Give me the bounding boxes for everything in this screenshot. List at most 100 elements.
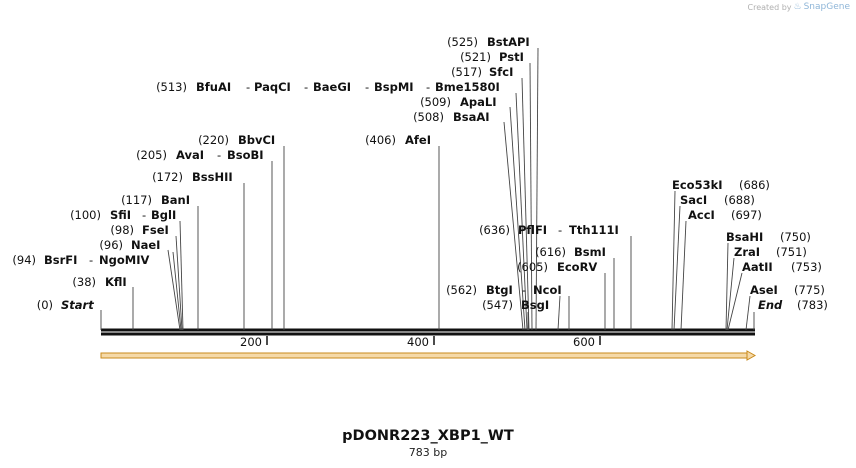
site-name[interactable]: SacI (680, 193, 707, 207)
site-pos: (750) (780, 230, 811, 244)
site-name[interactable]: Eco53kI (672, 178, 723, 192)
ruler: 200 400 600 (240, 335, 601, 349)
site-name[interactable]: PstI (499, 50, 524, 64)
watermark-brand: SnapGene (803, 2, 850, 12)
feature-arrow[interactable] (100, 350, 757, 361)
site-name[interactable]: FseI (142, 223, 169, 237)
site-name[interactable]: PaqCI (254, 80, 291, 94)
site-pos: (521) (460, 50, 491, 64)
feature-arrow-head (746, 350, 757, 361)
site-line-btgi (557, 295, 561, 331)
site-line-saci (673, 205, 681, 331)
site-name[interactable]: AvaI (176, 148, 204, 162)
site-pos: (525) (447, 35, 478, 49)
site-pos: (783) (797, 298, 828, 312)
site-pos: (96) (99, 238, 123, 252)
site-pos: (636) (479, 223, 510, 237)
plasmid-name: pDONR223_XBP1_WT (342, 428, 514, 444)
site-pos: (0) (37, 298, 53, 312)
site-separator: - (89, 253, 93, 267)
site-lines (100, 47, 755, 331)
ruler-label-200: 200 (240, 335, 262, 349)
site-pos: (517) (451, 65, 482, 79)
site-name[interactable]: NaeI (131, 238, 160, 252)
site-name[interactable]: BbvCI (238, 133, 275, 147)
site-line-zrai (726, 257, 735, 331)
site-name[interactable]: KflI (105, 275, 127, 289)
site-name[interactable]: BaeGI (313, 80, 351, 94)
site-pos: (220) (198, 133, 229, 147)
site-pos: (753) (791, 260, 822, 274)
site-name[interactable]: BsaAI (453, 110, 490, 124)
site-pos: (117) (121, 193, 152, 207)
site-pos: (605) (517, 260, 548, 274)
site-line-asei (745, 295, 751, 331)
site-name[interactable]: BssHII (192, 170, 233, 184)
site-separator: - (142, 208, 146, 222)
ruler-label-600: 600 (573, 335, 595, 349)
site-line-bsaai (503, 121, 524, 331)
site-name[interactable]: BglI (151, 208, 176, 222)
site-pos: (205) (136, 148, 167, 162)
site-line-psti (529, 62, 533, 331)
end-label: End (758, 298, 783, 312)
site-name[interactable]: ApaLI (460, 95, 497, 109)
site-line-bstapi (535, 47, 539, 331)
site-name[interactable]: Bme1580I (435, 80, 500, 94)
watermark-prefix: Created by (747, 2, 792, 12)
snapgene-watermark: Created by ♨ SnapGene (748, 2, 851, 12)
site-line-sfci (521, 77, 530, 331)
site-name[interactable]: NcoI (533, 283, 562, 297)
snapgene-logo-icon: ♨ (793, 2, 802, 12)
ruler-label-400: 400 (407, 335, 429, 349)
site-name[interactable]: AatII (742, 260, 773, 274)
site-name[interactable]: AccI (688, 208, 715, 222)
site-separator: - (217, 148, 221, 162)
site-name[interactable]: AseI (750, 283, 778, 297)
site-line-bsrfi (167, 249, 181, 331)
site-name[interactable]: Tth111I (569, 223, 619, 237)
site-separator: - (426, 80, 430, 94)
site-line-eco53ki (671, 190, 676, 331)
site-name[interactable]: EcoRV (557, 260, 597, 274)
site-pos: (562) (446, 283, 477, 297)
site-pos: (686) (739, 178, 770, 192)
site-name[interactable]: PflFI (518, 223, 547, 237)
site-name[interactable]: BfuAI (196, 80, 231, 94)
site-name[interactable]: SfcI (489, 65, 513, 79)
site-line-bfuai (515, 92, 528, 331)
site-name[interactable]: BanI (161, 193, 190, 207)
site-line-naei (172, 251, 182, 331)
site-name[interactable]: ZraI (734, 245, 760, 259)
site-name[interactable]: BstAPI (487, 35, 530, 49)
site-name[interactable]: BsrFI (44, 253, 77, 267)
site-pos: (775) (794, 283, 825, 297)
site-pos: (94) (12, 253, 36, 267)
site-line-acci (680, 220, 687, 331)
site-name[interactable]: SfiI (110, 208, 131, 222)
site-separator: - (365, 80, 369, 94)
site-pos: (616) (535, 245, 566, 259)
site-name[interactable]: BsoBI (227, 148, 264, 162)
site-line-sfii (179, 220, 184, 331)
site-pos: (38) (72, 275, 96, 289)
site-line-bsahi (725, 242, 729, 331)
site-name[interactable]: BtgI (486, 283, 513, 297)
site-name[interactable]: BspMI (374, 80, 414, 94)
site-line-aatii (727, 272, 743, 331)
site-name[interactable]: BsgI (521, 298, 549, 312)
site-pos: (172) (152, 170, 183, 184)
site-name[interactable]: AfeI (405, 133, 431, 147)
site-pos: (697) (731, 208, 762, 222)
site-name[interactable]: NgoMIV (99, 253, 149, 267)
plasmid-length: 783 bp (408, 446, 448, 459)
site-pos: (751) (776, 245, 807, 259)
site-separator: - (558, 223, 562, 237)
site-name[interactable]: BsaHI (726, 230, 763, 244)
site-name[interactable]: BsmI (574, 245, 606, 259)
site-pos: (509) (420, 95, 451, 109)
site-pos: (547) (482, 298, 513, 312)
site-separator: - (246, 80, 250, 94)
site-pos: (513) (156, 80, 187, 94)
